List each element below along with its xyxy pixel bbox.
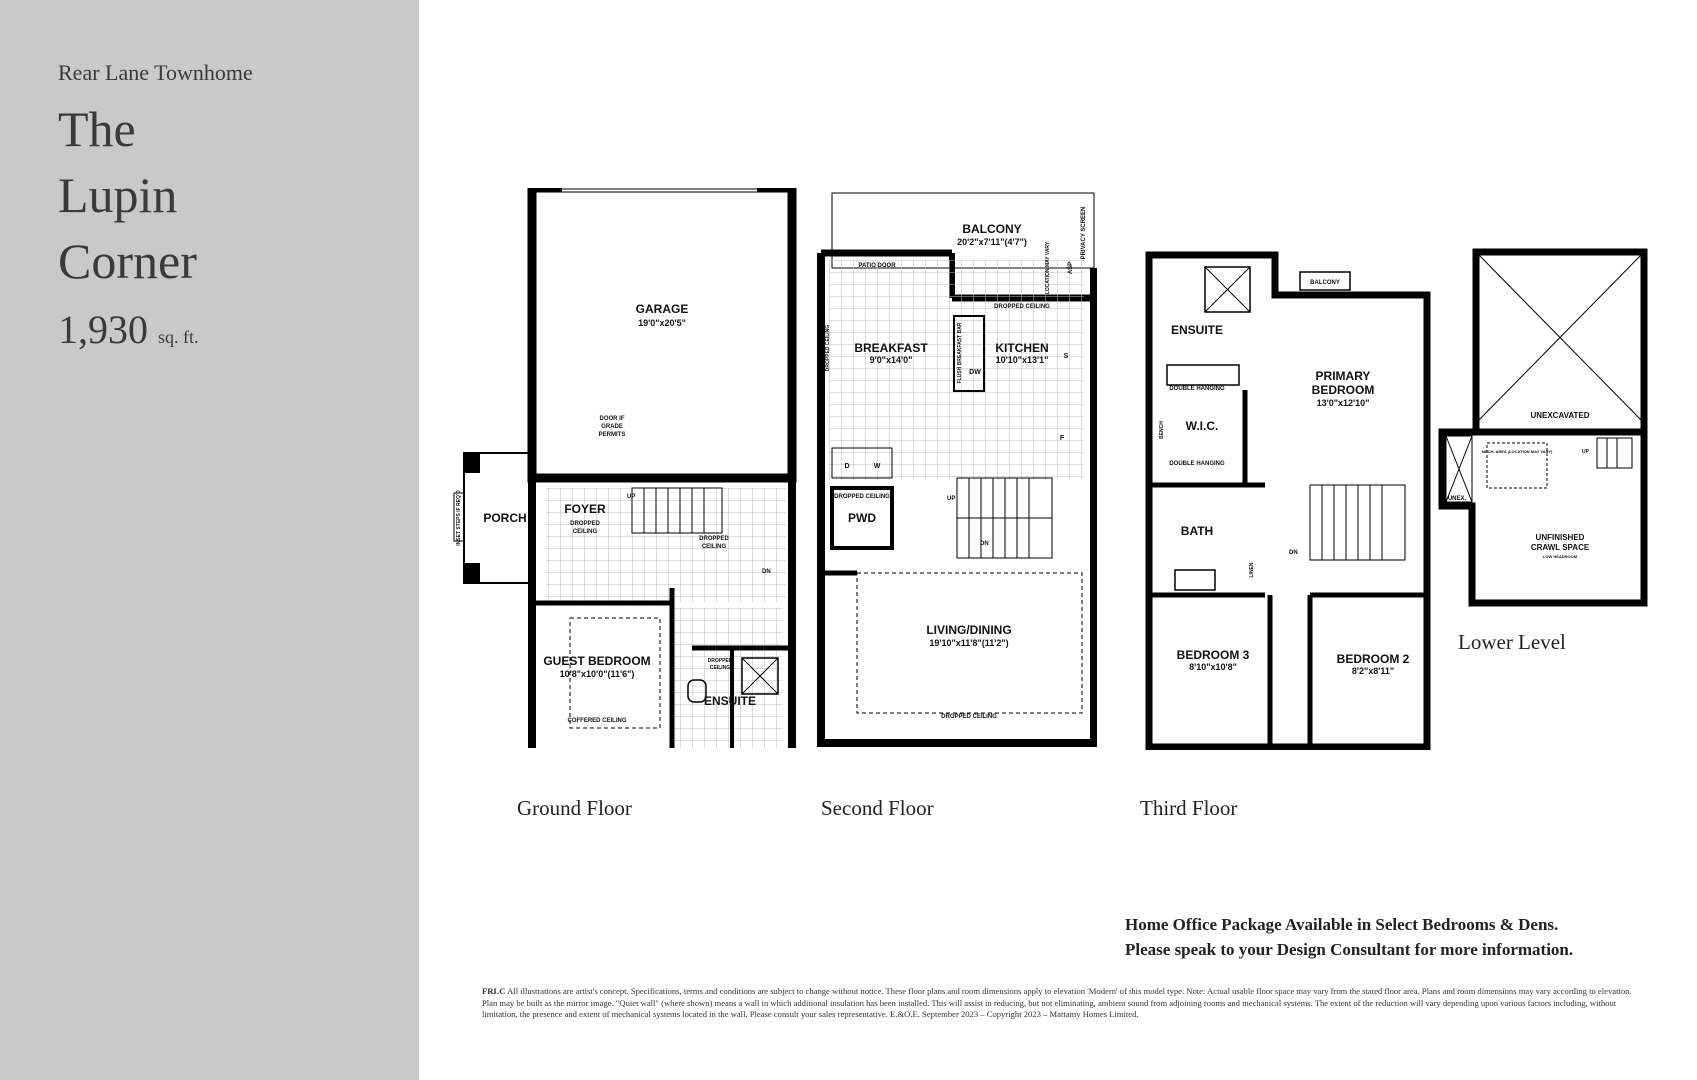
title-line: Lupin bbox=[58, 167, 178, 223]
washer-label: W bbox=[874, 463, 881, 470]
foyer-note-line: CEILING bbox=[573, 529, 598, 535]
breakfast-dimension: 9'0"x14'0" bbox=[870, 355, 913, 365]
breakfast-label: BREAKFAST bbox=[854, 341, 928, 355]
primary-bedroom-line: PRIMARY bbox=[1316, 369, 1371, 383]
walk-in-closet-label: W.I.C. bbox=[1186, 419, 1219, 433]
dropped-ceiling-line: DROPPED bbox=[699, 536, 729, 542]
stair-up-label: UP bbox=[627, 494, 635, 500]
garage-label: GARAGE bbox=[636, 302, 689, 316]
balcony-label: BALCONY bbox=[962, 222, 1021, 236]
mech-area-note: MECH. AREA (LOCATION MAY VARY) bbox=[1482, 449, 1553, 454]
promo-line: Home Office Package Available in Select … bbox=[1125, 915, 1559, 934]
guest-bedroom-dimension: 10'8"x10'0"(11'6") bbox=[560, 669, 635, 679]
sink-label: S bbox=[1064, 353, 1069, 360]
fridge-label: F bbox=[1060, 435, 1065, 442]
dishwasher-label: DW bbox=[969, 369, 981, 376]
home-office-promo: Home Office Package Available in Select … bbox=[1125, 912, 1573, 962]
primary-bedroom-line: BEDROOM bbox=[1312, 383, 1375, 397]
bath-label: BATH bbox=[1181, 524, 1213, 538]
door-note-line: GRADE bbox=[601, 424, 623, 430]
ground-floor-plan: GARAGE 19'0"x20'5" DOOR IF GRADE PERMITS… bbox=[452, 188, 802, 748]
low-headroom-note: LOW HEADROOM bbox=[1543, 554, 1578, 559]
ensuite-note-line: CEILING bbox=[710, 665, 730, 671]
pwd-dropped-ceiling-note: DROPPED CEILING bbox=[834, 494, 890, 500]
stair-down-label: DN bbox=[762, 569, 771, 575]
third-balcony-note: BALCONY bbox=[1310, 280, 1340, 286]
square-footage: 1,930 sq. ft. bbox=[58, 306, 199, 353]
unexcavated-label: UNEXCAVATED bbox=[1530, 411, 1589, 420]
kitchen-dimension: 10'10"x13'1" bbox=[996, 355, 1049, 365]
third-floor-caption: Third Floor bbox=[1140, 796, 1238, 820]
foyer-note-line: DROPPED bbox=[570, 521, 600, 527]
area-unit: sq. ft. bbox=[158, 327, 199, 347]
title-line: Corner bbox=[58, 233, 197, 289]
linen-note: LINEN bbox=[1249, 562, 1255, 577]
lower-stair-up-label: UP bbox=[1582, 449, 1590, 455]
crawl-space-line: CRAWL SPACE bbox=[1531, 543, 1590, 552]
dropped-ceiling-line: CEILING bbox=[702, 544, 727, 550]
bedroom-2-dimension: 8'2"x8'11" bbox=[1352, 666, 1394, 676]
coffered-ceiling-note: COFFERED CEILING bbox=[567, 718, 626, 724]
third-floor-plan: ENSUITE BALCONY PRIMARY BEDROOM 13'0"x12… bbox=[1145, 250, 1435, 750]
model-subtitle: Rear Lane Townhome bbox=[58, 60, 253, 85]
second-floor-caption: Second Floor bbox=[821, 796, 934, 820]
second-floor-plan: BALCONY 20'2"x7'11"(4'7") PRIVACY SCREEN… bbox=[817, 188, 1097, 748]
kitchen-dropped-ceiling-note: DROPPED CEILING bbox=[994, 304, 1050, 310]
living-dropped-ceiling-note: DROPPED CEILING bbox=[941, 714, 997, 720]
title-line: The bbox=[58, 101, 136, 157]
ground-ensuite-label: ENSUITE bbox=[704, 694, 756, 708]
door-note-line: PERMITS bbox=[599, 432, 626, 438]
bedroom-3-dimension: 8'10"x10'8" bbox=[1189, 662, 1237, 672]
lower-level-caption: Lower Level bbox=[1458, 630, 1566, 654]
flush-bar-note: FLUSH BREAKFAST BAR bbox=[957, 322, 963, 383]
model-title: The Lupin Corner bbox=[58, 96, 197, 294]
bedroom-3-label: BEDROOM 3 bbox=[1177, 648, 1250, 662]
disclaimer-code: FRLC bbox=[482, 986, 506, 996]
legal-disclaimer: FRLC All illustrations are artist's conc… bbox=[482, 986, 1642, 1021]
dryer-label: D bbox=[844, 463, 849, 470]
third-stair-down-label: DN bbox=[1289, 550, 1298, 556]
promo-line: Please speak to your Design Consultant f… bbox=[1125, 940, 1574, 959]
ground-floor-caption: Ground Floor bbox=[517, 796, 632, 820]
balcony-dimension: 20'2"x7'11"(4'7") bbox=[957, 237, 1027, 247]
door-note-line: DOOR IF bbox=[600, 416, 625, 422]
lower-level-plan: UNEXCAVATED UNEX. MECH. AREA (LOCATION M… bbox=[1432, 248, 1657, 608]
porch-note: INSET STEPS IF REQ'D bbox=[456, 490, 462, 546]
third-ensuite-label: ENSUITE bbox=[1171, 323, 1223, 337]
dropped-ceiling-note: DROPPED CEILING bbox=[825, 325, 831, 372]
stair-up-label: UP bbox=[947, 496, 955, 502]
sidebar-panel: Rear Lane Townhome The Lupin Corner 1,93… bbox=[0, 0, 419, 1080]
porch-label: PORCH bbox=[483, 511, 526, 525]
location-note: LOCATION MAY VARY bbox=[1045, 241, 1051, 294]
guest-bedroom-label: GUEST BEDROOM bbox=[543, 654, 650, 668]
crawl-space-line: UNFINISHED bbox=[1536, 533, 1585, 542]
stair-down-label: DN bbox=[980, 541, 989, 547]
bench-note: BENCH bbox=[1159, 421, 1165, 439]
patio-door-note: PATIO DOOR bbox=[858, 263, 896, 269]
bedroom-2-label: BEDROOM 2 bbox=[1337, 652, 1410, 666]
foyer-label: FOYER bbox=[564, 502, 606, 516]
ensuite-note-line: DROPPED bbox=[708, 658, 733, 664]
asp-note: ASP bbox=[1068, 262, 1074, 274]
double-hanging-note: DOUBLE HANGING bbox=[1169, 386, 1225, 392]
double-hanging-note: DOUBLE HANGING bbox=[1169, 461, 1225, 467]
unex-label: UNEX. bbox=[1448, 496, 1467, 502]
garage-dimension: 19'0"x20'5" bbox=[638, 318, 686, 328]
kitchen-label: KITCHEN bbox=[995, 341, 1048, 355]
living-dining-label: LIVING/DINING bbox=[926, 623, 1011, 637]
area-value: 1,930 bbox=[58, 307, 148, 352]
powder-room-label: PWD bbox=[848, 511, 876, 525]
primary-bedroom-dimension: 13'0"x12'10" bbox=[1317, 398, 1370, 408]
privacy-screen-note: PRIVACY SCREEN bbox=[1081, 207, 1087, 260]
disclaimer-text: All illustrations are artist's concept. … bbox=[482, 986, 1632, 1019]
living-dining-dimension: 19'10"x11'8"(11'2") bbox=[929, 638, 1008, 648]
